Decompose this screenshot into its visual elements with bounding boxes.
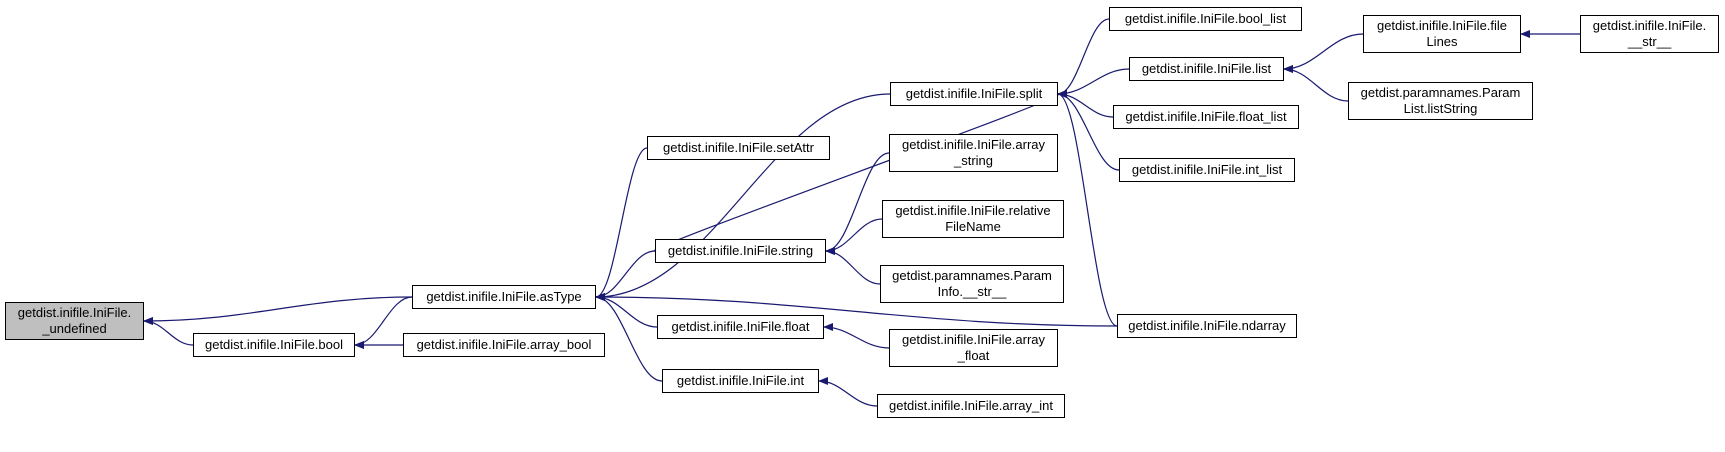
node-label: Lines (1426, 34, 1458, 49)
node-array-bool[interactable]: getdist.inifile.IniFile.array_bool (403, 333, 605, 357)
edge-bool_list-to-split (1057, 18, 1110, 98)
node-label: getdist.inifile.IniFile.array (901, 137, 1046, 152)
node-label: getdist.paramnames.Param (1360, 85, 1521, 100)
edge-int-to-asType (595, 293, 663, 382)
node-label: getdist.inifile.IniFile.ndarray (1128, 318, 1286, 333)
edge-ndarray-to-asType (595, 293, 1118, 327)
edge-split-to-asType (595, 93, 891, 301)
node-float-list[interactable]: getdist.inifile.IniFile.float_list (1113, 105, 1299, 129)
node-ndarray[interactable]: getdist.inifile.IniFile.ndarray (1117, 314, 1297, 338)
node-split[interactable]: getdist.inifile.IniFile.split (890, 82, 1058, 106)
edge-float-to-asType (595, 293, 658, 328)
node-label: getdist.inifile.IniFile. (1592, 18, 1707, 33)
node-label: _float (957, 348, 990, 363)
edge-ndarray-to-split (1057, 90, 1118, 327)
node-label: Info.__str__ (937, 284, 1007, 299)
node-paraminfo-str[interactable]: getdist.paramnames.Param Info.__str__ (880, 265, 1064, 303)
node-label: getdist.inifile.IniFile.split (905, 86, 1043, 101)
node-label: _undefined (42, 321, 107, 336)
node-int[interactable]: getdist.inifile.IniFile.int (662, 369, 819, 393)
node-label: getdist.inifile.IniFile.bool (204, 337, 344, 352)
edge-array_float-to-float (823, 323, 890, 349)
node-str[interactable]: getdist.inifile.IniFile. __str__ (1580, 15, 1719, 53)
node-label: getdist.inifile.IniFile.file (1376, 18, 1508, 33)
node-array-string[interactable]: getdist.inifile.IniFile.array _string (889, 134, 1058, 172)
node-label: getdist.inifile.IniFile.array_int (888, 398, 1054, 413)
node-label: getdist.inifile.IniFile.setAttr (662, 140, 814, 155)
node-label: _string (953, 153, 994, 168)
node-label: __str__ (1627, 34, 1672, 49)
node-label: getdist.inifile.IniFile.int_list (1131, 162, 1283, 177)
node-list-string[interactable]: getdist.paramnames.Param List.listString (1348, 82, 1533, 120)
node-label: getdist.inifile.IniFile.int (676, 373, 805, 388)
node-astype[interactable]: getdist.inifile.IniFile.asType (412, 285, 596, 309)
node-label: getdist.inifile.IniFile.relative (895, 203, 1051, 218)
node-label: getdist.inifile.IniFile.float_list (1125, 109, 1287, 124)
node-label: getdist.inifile.IniFile.string (667, 243, 814, 258)
edge-bool-to-undefined (143, 317, 194, 346)
node-label: getdist.inifile.IniFile.array (901, 332, 1046, 347)
node-int-list[interactable]: getdist.inifile.IniFile.int_list (1119, 158, 1295, 182)
node-label: getdist.inifile.IniFile. (17, 305, 132, 320)
node-array-float[interactable]: getdist.inifile.IniFile.array _float (889, 329, 1058, 367)
edge-string-to-asType (595, 250, 656, 301)
node-label: getdist.inifile.IniFile.list (1141, 61, 1272, 76)
node-undefined: getdist.inifile.IniFile. _undefined (5, 302, 144, 340)
edge-array_string-to-string (825, 152, 890, 255)
edge-asType-to-undefined (143, 296, 413, 325)
node-label: List.listString (1403, 101, 1478, 116)
edge-setAttr-to-asType (595, 147, 648, 301)
node-bool[interactable]: getdist.inifile.IniFile.bool (193, 333, 355, 357)
node-label: getdist.inifile.IniFile.bool_list (1124, 11, 1287, 26)
node-label: FileName (945, 219, 1001, 234)
edge-array_int-to-int (818, 377, 878, 407)
node-file-lines[interactable]: getdist.inifile.IniFile.file Lines (1363, 15, 1521, 53)
node-label: getdist.inifile.IniFile.array_bool (416, 337, 592, 352)
node-float[interactable]: getdist.inifile.IniFile.float (657, 315, 824, 339)
node-relative-file-name[interactable]: getdist.inifile.IniFile.relative FileNam… (882, 200, 1064, 238)
edge-fileLines-to-list (1283, 33, 1364, 73)
edge-list-to-split (1057, 68, 1130, 98)
edge-relativeFileName-to-string (825, 218, 883, 255)
node-bool-list[interactable]: getdist.inifile.IniFile.bool_list (1109, 7, 1302, 31)
node-label: getdist.inifile.IniFile.float (671, 319, 810, 334)
node-string[interactable]: getdist.inifile.IniFile.string (655, 239, 826, 263)
node-list[interactable]: getdist.inifile.IniFile.list (1129, 57, 1284, 81)
node-array-int[interactable]: getdist.inifile.IniFile.array_int (877, 394, 1065, 418)
node-label: getdist.inifile.IniFile.asType (426, 289, 582, 304)
node-setattr[interactable]: getdist.inifile.IniFile.setAttr (647, 136, 830, 160)
node-label: getdist.paramnames.Param (892, 268, 1052, 283)
edge-listString-to-list (1283, 65, 1349, 102)
edge-paramInfo_str-to-string (825, 247, 881, 285)
